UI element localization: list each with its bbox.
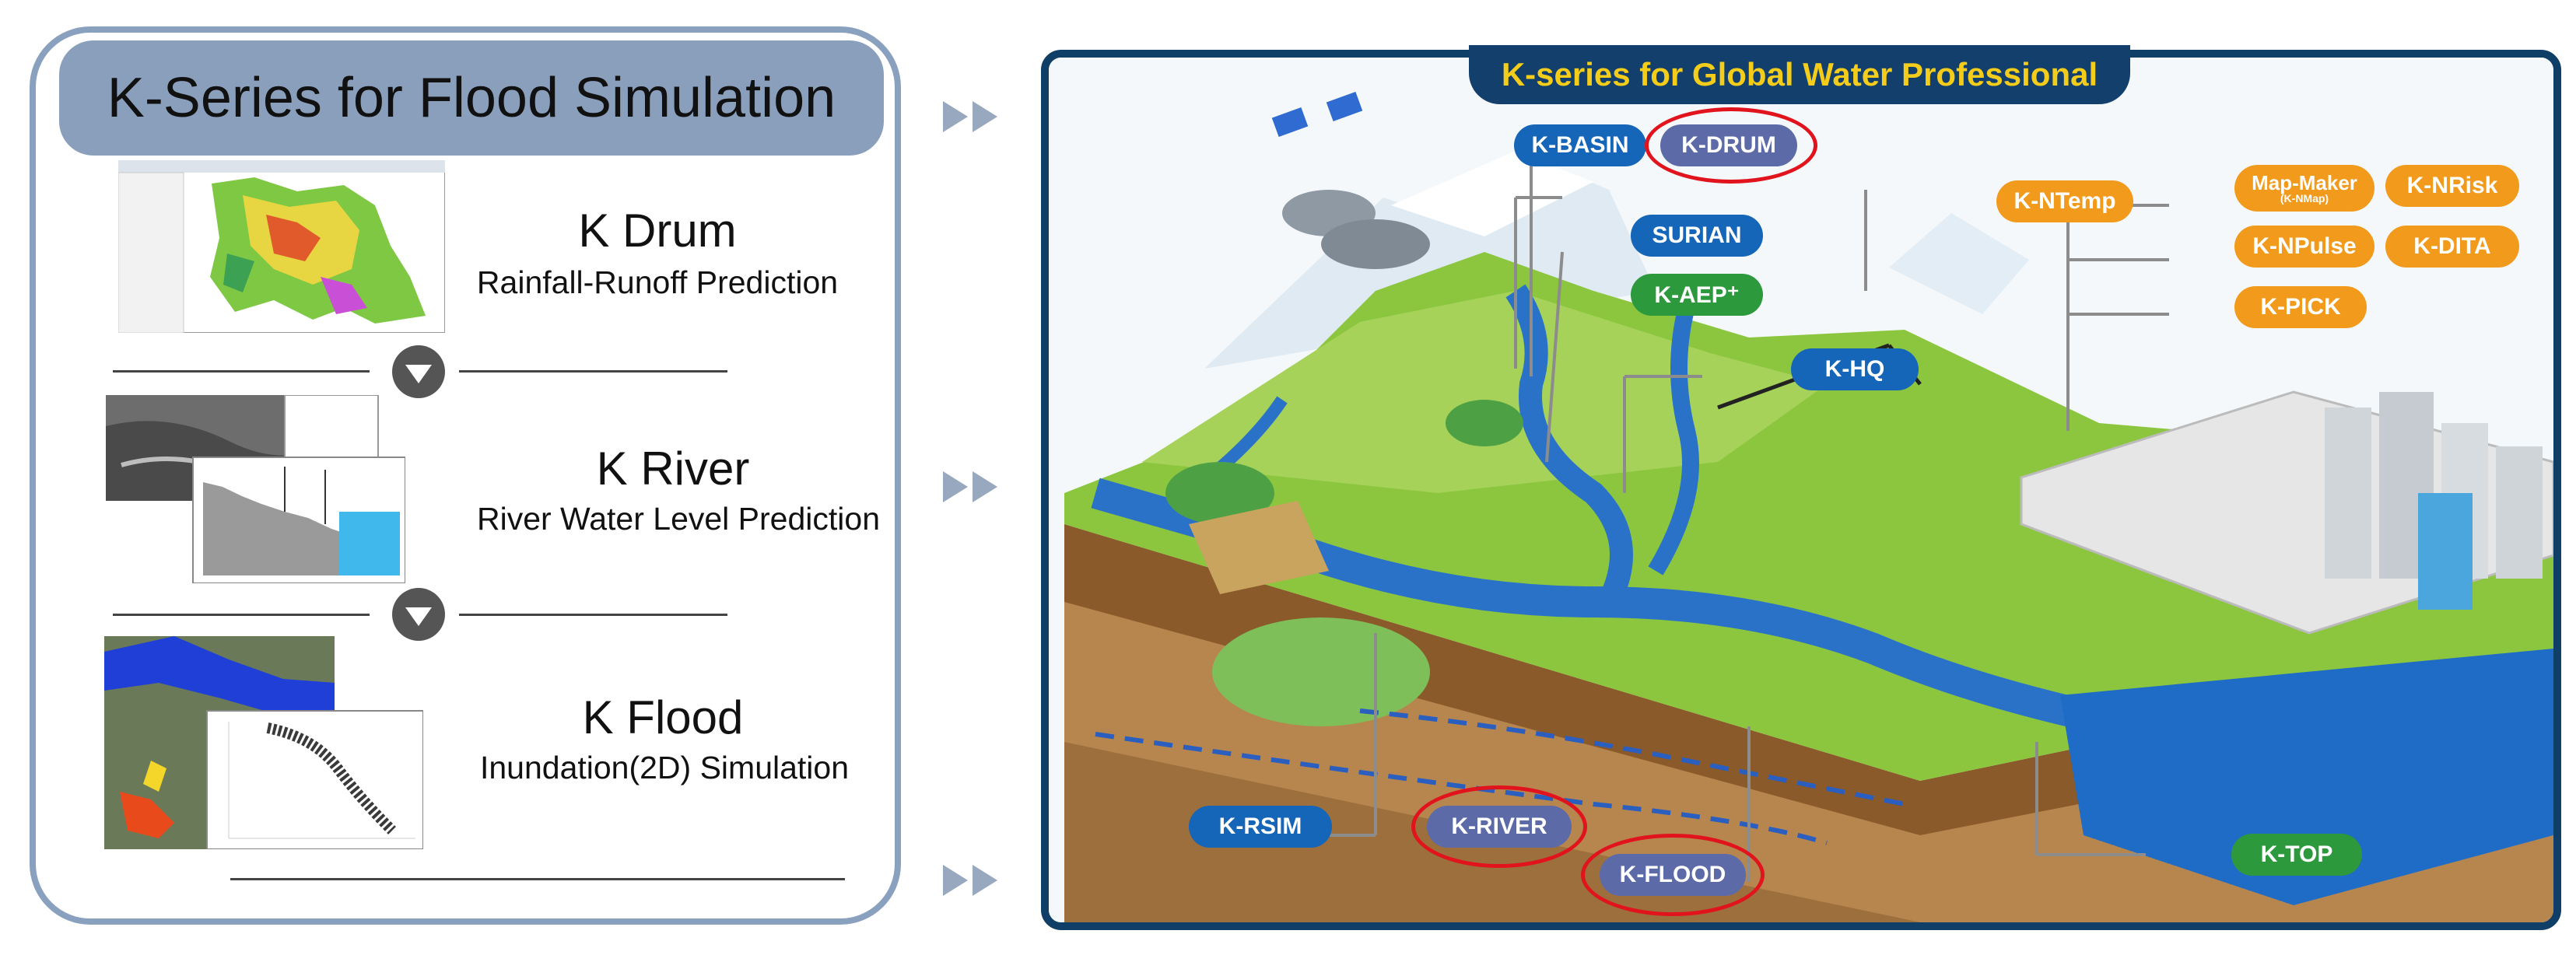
bottom-divider: [230, 878, 845, 880]
divider-left: [113, 370, 370, 373]
k-river-subtitle: River Water Level Prediction: [476, 501, 880, 537]
k-drum-subtitle: Rainfall-Runoff Prediction: [476, 264, 839, 300]
forward-arrows-icon: [943, 471, 997, 502]
chevron-down-icon[interactable]: [392, 345, 445, 398]
k-flood-map-thumbnail: [104, 636, 423, 849]
chevron-down-icon[interactable]: [392, 588, 445, 641]
map-maker-text: Map-Maker: [2252, 171, 2357, 194]
map-maker-label[interactable]: Map-Maker (K-NMap): [2234, 165, 2374, 212]
k-pick-label[interactable]: K-PICK: [2234, 286, 2367, 328]
k-ntemp-label[interactable]: K-NTemp: [1996, 180, 2133, 222]
map-maker-subtext: (K-NMap): [2280, 192, 2329, 205]
k-drum-title: K Drum: [578, 205, 737, 257]
k-npulse-label[interactable]: K-NPulse: [2234, 226, 2374, 268]
divider-right: [459, 614, 727, 616]
k-flood-subtitle: Inundation(2D) Simulation: [479, 750, 850, 785]
k-drum-map-thumbnail: [118, 160, 445, 333]
divider-right: [459, 370, 727, 373]
k-top-label[interactable]: K-TOP: [2231, 834, 2362, 876]
k-nrisk-label[interactable]: K-NRisk: [2385, 165, 2519, 207]
k-dita-label[interactable]: K-DITA: [2385, 226, 2519, 268]
k-rsim-label[interactable]: K-RSIM: [1189, 806, 1332, 848]
k-flood-title: K Flood: [582, 691, 744, 743]
surian-label[interactable]: SURIAN: [1631, 215, 1763, 257]
k-river-highlight-ring: [1411, 785, 1587, 868]
k-aep-label[interactable]: K-AEP⁺: [1631, 274, 1763, 316]
right-panel-title: K-series for Global Water Professional: [1469, 45, 2130, 104]
k-flood-highlight-ring: [1581, 834, 1765, 916]
k-river-title: K River: [596, 443, 750, 495]
k-river-chart-thumbnail: [106, 395, 405, 583]
k-drum-highlight-ring: [1645, 107, 1817, 184]
divider-left: [113, 614, 370, 616]
k-basin-label[interactable]: K-BASIN: [1514, 124, 1646, 166]
left-panel-title: K-Series for Flood Simulation: [59, 40, 884, 156]
forward-arrows-icon: [943, 865, 997, 896]
k-hq-label[interactable]: K-HQ: [1791, 348, 1919, 390]
forward-arrows-icon: [943, 101, 997, 132]
